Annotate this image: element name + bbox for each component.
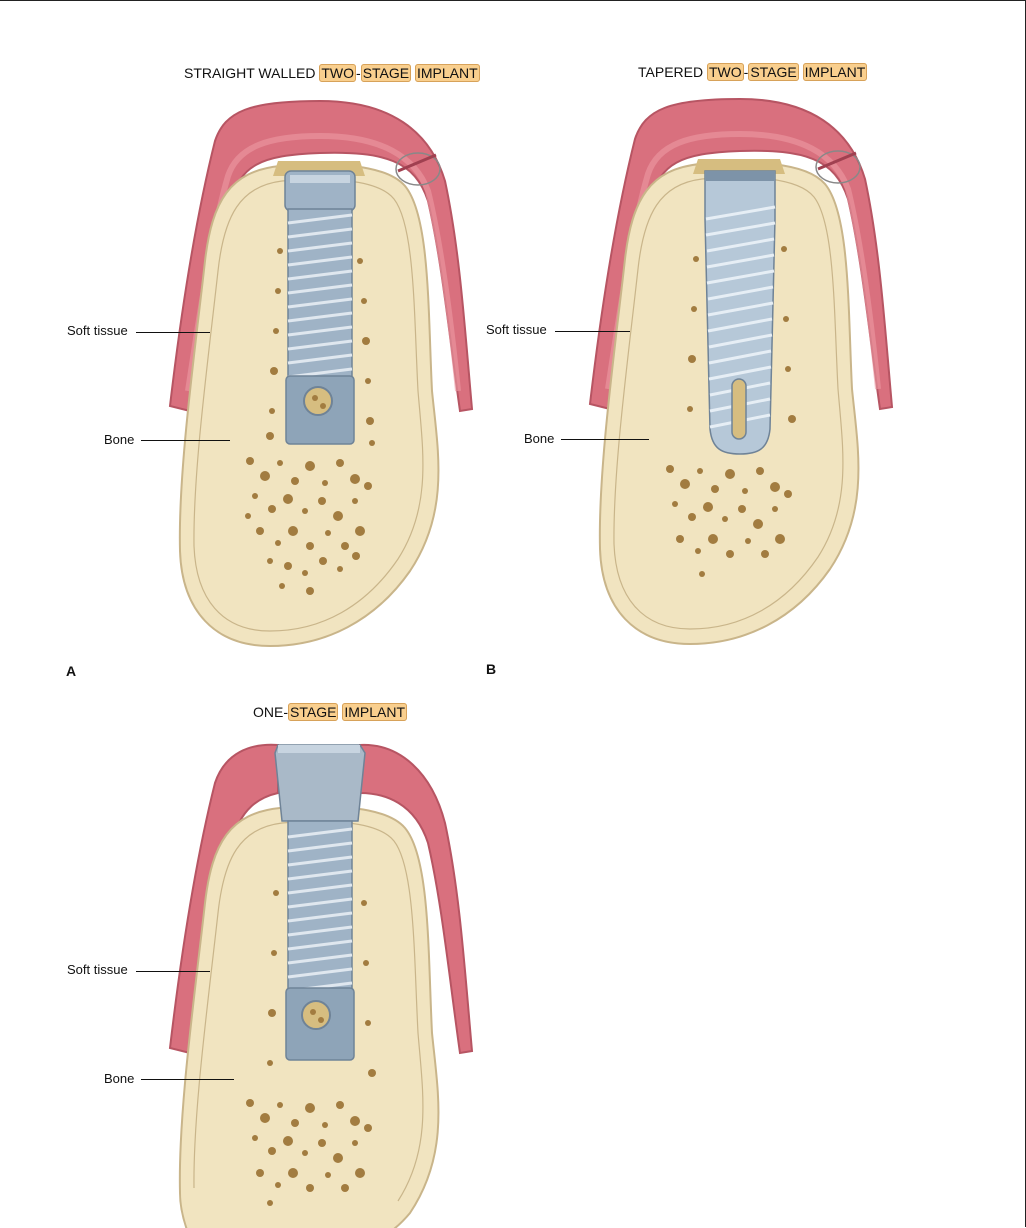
panel-c-title-prefix: ONE [253,704,284,720]
panel-b-title-hyphen: - [743,64,749,80]
panel-b-trabecular-bone [666,246,796,577]
panel-c-title-highlight-stage: STAGE [288,703,339,721]
panel-b-suture [815,150,861,184]
panel-a-illustration [168,99,474,648]
panel-b-bone-leader [561,439,649,440]
panel-a-title: STRAIGHT WALLED TWO-STAGE IMPLANT [184,63,480,83]
panel-c-bone-label: Bone [104,1071,135,1086]
panel-a-letter: A [66,663,77,679]
panel-b-soft-tissue-leader [555,331,630,332]
panel-b-title: TAPERED TWO-STAGE IMPLANT [638,62,868,82]
panel-b-implant [704,170,776,455]
panel-a-title-highlight-stage: STAGE [360,64,412,82]
panel-c-title-highlight-implant: IMPLANT [342,703,408,721]
panel-c-soft-tissue-label: Soft tissue [67,962,128,977]
panel-c-trabecular-bone [246,890,376,1206]
panel-a-title-hyphen: - [356,65,361,81]
panel-c-soft-tissue-leader [136,971,210,972]
panel-b-title-highlight-two: TWO [706,63,744,81]
panel-a-implant [284,170,356,445]
panel-c-implant [274,744,366,1061]
panel-a-title-prefix: STRAIGHT WALLED [184,65,320,81]
panel-c-illustration [168,743,474,1228]
panel-b-title-highlight-implant: IMPLANT [802,63,868,81]
panel-b-illustration [588,97,894,646]
panel-a-soft-tissue-leader [136,332,210,333]
panel-a-title-highlight-two: TWO [319,64,357,82]
panel-a-suture [395,152,441,186]
panel-c-title-hyphen: - [283,704,289,720]
panel-b-soft-tissue-label: Soft tissue [486,322,547,337]
panel-a-trabecular-bone [245,248,375,595]
panel-c-bone-leader [141,1079,234,1080]
panel-a-bone-label: Bone [104,432,135,447]
panel-b-title-prefix: TAPERED [638,64,707,80]
panel-b-letter: B [486,661,497,677]
panel-a-soft-tissue-label: Soft tissue [67,323,128,338]
panel-a-bone-leader [141,440,230,441]
panel-c-title: ONE-STAGE IMPLANT [253,702,408,722]
panel-a-title-highlight-implant: IMPLANT [415,64,480,82]
panel-b-bone-label: Bone [524,431,555,446]
panel-b-title-highlight-stage: STAGE [748,63,799,81]
